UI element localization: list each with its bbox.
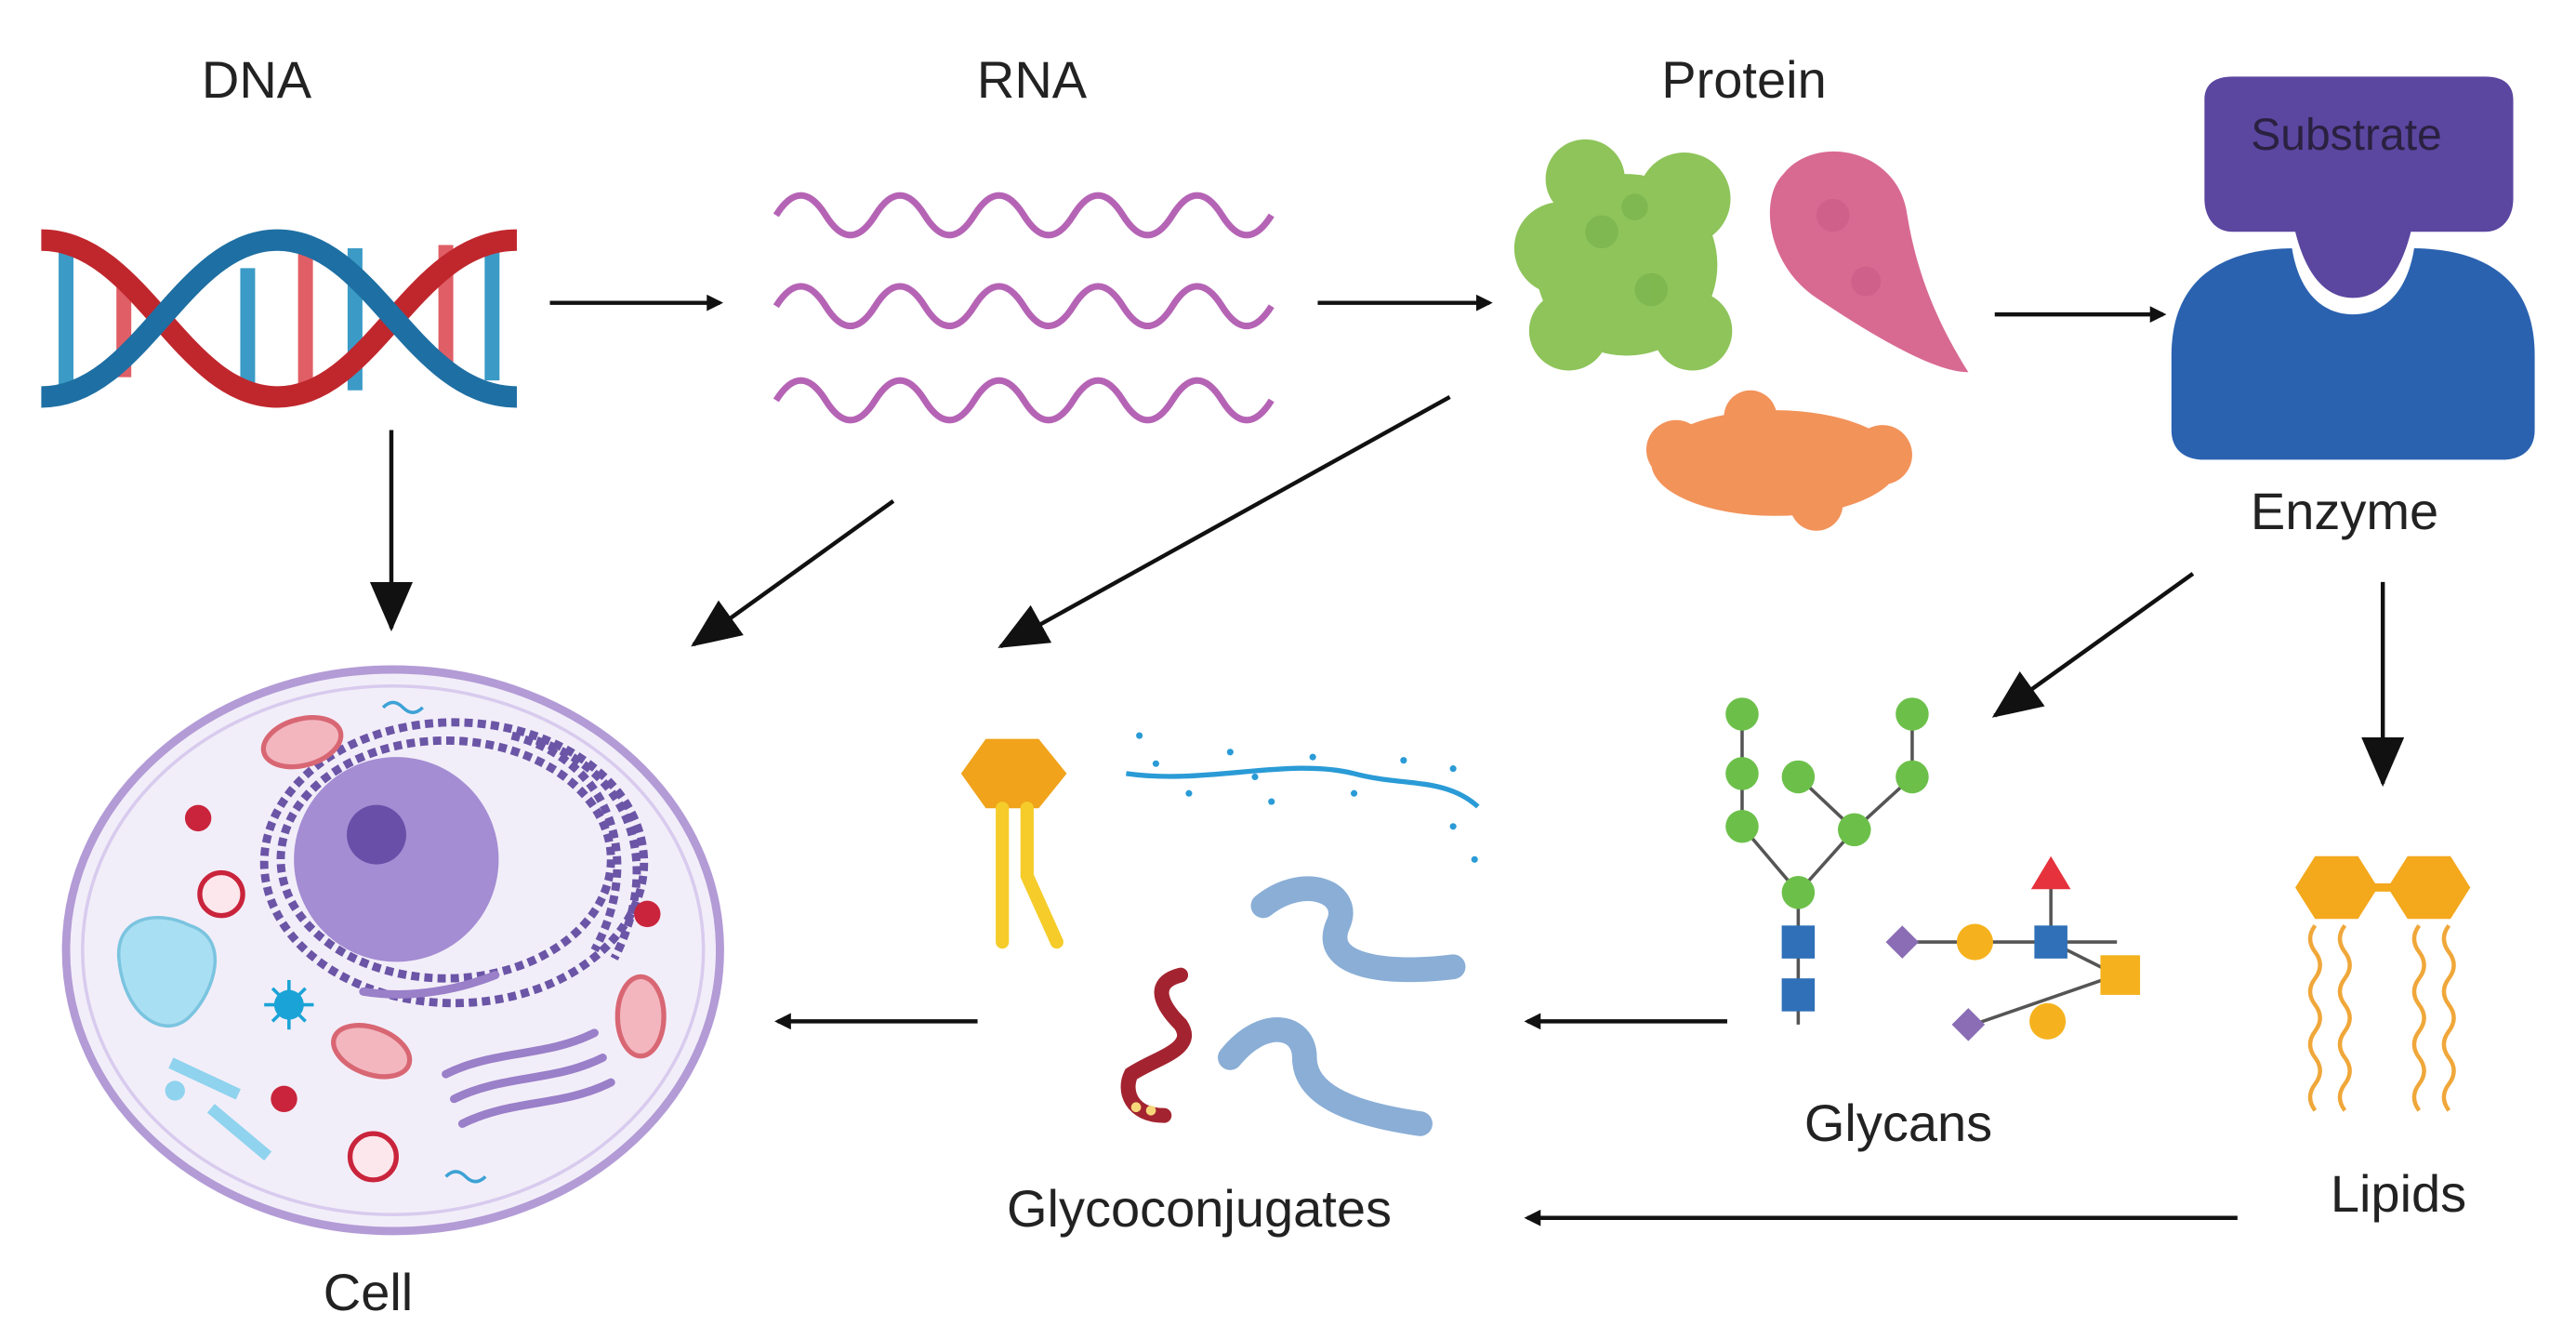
glycoconjugates-icon <box>960 732 1480 1136</box>
glycoconjugates-label: Glycoconjugates <box>1006 1179 1393 1238</box>
rna-strands-icon <box>773 192 1275 424</box>
arrows <box>369 294 2405 1226</box>
substrate-label: Substrate <box>2251 111 2442 160</box>
arrow-protein-to-glycoconjugates <box>997 394 1451 649</box>
cell-icon <box>61 665 724 1236</box>
protein-label: Protein <box>1661 50 1827 109</box>
dna-helix-icon <box>40 229 518 408</box>
rna-label: RNA <box>976 50 1088 109</box>
cell-label: Cell <box>323 1263 414 1321</box>
enzyme-substrate-icon <box>2171 76 2535 460</box>
glycans-icon <box>1725 697 2141 1041</box>
arrow-enzyme-to-glycans <box>1991 572 2195 718</box>
enzyme-label: Enzyme <box>2250 482 2439 540</box>
arrow-rna-to-cell <box>691 499 895 647</box>
protein-blobs-icon <box>1513 139 1969 531</box>
glycans-label: Glycans <box>1803 1094 1993 1152</box>
dna-label: DNA <box>201 50 312 109</box>
lipids-icon <box>2295 855 2471 1112</box>
lipids-label: Lipids <box>2330 1164 2467 1223</box>
